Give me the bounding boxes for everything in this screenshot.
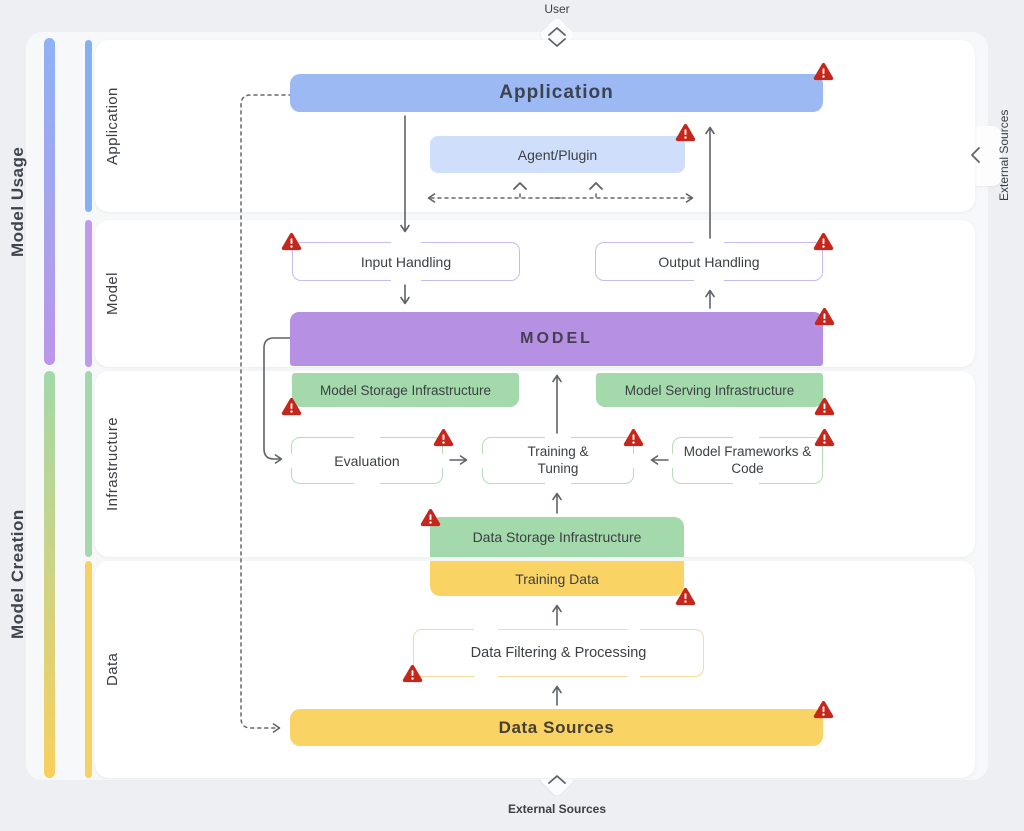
external-sources-right-label: External Sources <box>997 109 1011 201</box>
warning-icon[interactable] <box>675 587 696 606</box>
warning-icon[interactable] <box>623 428 644 447</box>
model-rail <box>85 220 92 367</box>
model-frameworks-code-label: Model Frameworks & Code <box>683 444 812 476</box>
model-frameworks-code-box[interactable]: Model Frameworks & Code <box>671 436 823 485</box>
section-label-application: Application <box>104 87 121 165</box>
warning-icon[interactable] <box>813 62 834 81</box>
data-storage-infrastructure-label: Data Storage Infrastructure <box>472 529 642 545</box>
output-handling-box-label: Output Handling <box>658 253 760 270</box>
model-usage-rail <box>44 38 55 365</box>
section-label-data: Data <box>104 652 121 687</box>
warning-icon[interactable] <box>433 428 454 447</box>
warning-icon[interactable] <box>814 397 835 416</box>
section-label-infrastructure: Infrastructure <box>104 417 121 511</box>
data-filtering-processing-box[interactable]: Data Filtering & Processing <box>413 628 704 678</box>
model-serving-infrastructure-label: Model Serving Infrastructure <box>624 382 795 398</box>
agent-plugin-box[interactable]: Agent/Plugin <box>430 136 685 173</box>
training-tuning-box-label: Training & Tuning <box>527 444 589 476</box>
model-box-label: MODEL <box>520 330 593 347</box>
warning-icon[interactable] <box>675 123 696 142</box>
warning-icon[interactable] <box>814 307 835 326</box>
agent-plugin-box-label: Agent/Plugin <box>517 146 598 163</box>
data-filtering-processing-label: Data Filtering & Processing <box>470 645 647 661</box>
data-storage-infrastructure-box[interactable]: Data Storage Infrastructure <box>430 517 684 557</box>
warning-icon[interactable] <box>281 397 302 416</box>
data-sources-box-label: Data Sources <box>498 717 615 737</box>
application-rail <box>85 40 92 212</box>
model-creation-label: Model Creation <box>8 509 27 640</box>
warning-icon[interactable] <box>420 508 441 527</box>
input-handling-box[interactable]: Input Handling <box>292 241 520 282</box>
model-storage-infrastructure-box[interactable]: Model Storage Infrastructure <box>292 373 519 407</box>
training-tuning-box[interactable]: Training & Tuning <box>481 436 635 485</box>
training-data-box-label: Training Data <box>515 570 599 587</box>
application-box-label: Application <box>499 82 614 103</box>
application-section-card <box>95 40 975 212</box>
model-serving-infrastructure-box[interactable]: Model Serving Infrastructure <box>596 373 823 407</box>
data-rail <box>85 561 92 778</box>
input-handling-box-label: Input Handling <box>360 253 452 270</box>
training-data-box[interactable]: Training Data <box>430 561 684 596</box>
section-label-model: Model <box>104 272 121 315</box>
infrastructure-rail <box>85 371 92 557</box>
model-creation-rail <box>44 371 55 778</box>
warning-icon[interactable] <box>281 232 302 251</box>
application-box[interactable]: Application <box>290 74 823 112</box>
data-sources-box[interactable]: Data Sources <box>290 709 823 746</box>
model-storage-infrastructure-label: Model Storage Infrastructure <box>319 382 492 398</box>
evaluation-box-label: Evaluation <box>334 452 400 469</box>
evaluation-box[interactable]: Evaluation <box>290 436 444 485</box>
model-usage-label: Model Usage <box>8 146 27 257</box>
warning-icon[interactable] <box>402 664 423 683</box>
model-box[interactable]: MODEL <box>290 312 823 366</box>
warning-icon[interactable] <box>813 232 834 251</box>
external-sources-bottom-label: External Sources <box>507 802 607 816</box>
output-handling-box[interactable]: Output Handling <box>595 241 823 282</box>
warning-icon[interactable] <box>813 700 834 719</box>
user-label: User <box>544 2 570 16</box>
warning-icon[interactable] <box>814 428 835 447</box>
